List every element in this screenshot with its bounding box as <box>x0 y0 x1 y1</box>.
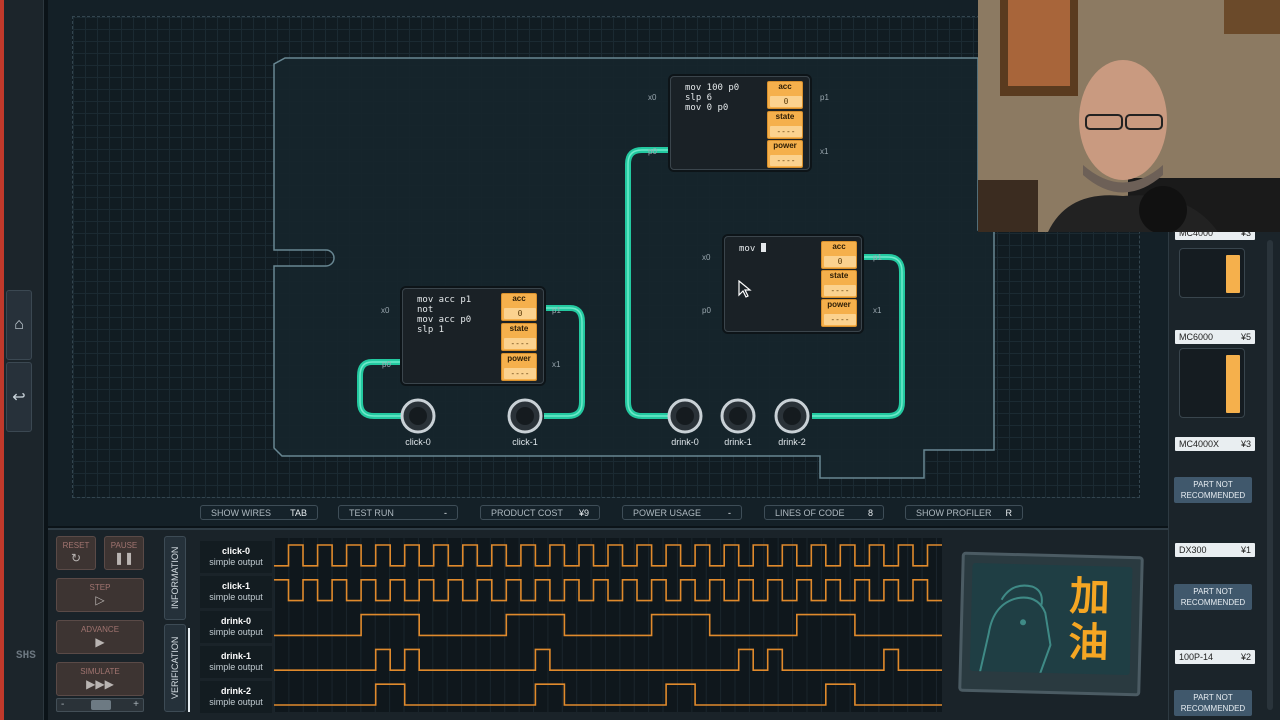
port-x1: x1 <box>552 360 561 369</box>
part-not-recommended-badge: PART NOT RECOMMENDED <box>1174 690 1252 716</box>
state-register: state---- <box>501 323 537 351</box>
mini-register <box>1226 255 1240 293</box>
fast-forward-icon: ▶▶▶ <box>86 677 114 691</box>
pin-label-drink-2: drink-2 <box>778 437 806 447</box>
pin-label-click-0: click-0 <box>405 437 431 447</box>
rail-accent <box>0 0 4 720</box>
chip-code[interactable]: mov <box>739 243 766 254</box>
simulate-button[interactable]: SIMULATE▶▶▶ <box>56 662 144 696</box>
waveform-drink-1 <box>274 648 942 671</box>
pin-label-drink-1: drink-1 <box>724 437 752 447</box>
state-register: state---- <box>821 270 857 298</box>
waveform-drink-0 <box>274 613 942 637</box>
waveform-click-1 <box>274 579 942 602</box>
home-button[interactable]: ⌂ <box>6 290 32 360</box>
port-p1: p1 <box>820 93 829 102</box>
port-p0: p0 <box>702 306 711 315</box>
pin-label-click-1: click-1 <box>512 437 538 447</box>
port-p0: p0 <box>382 360 391 369</box>
left-rail: ⌂ ↩ SHS <box>4 0 44 720</box>
power-usage-stat: POWER USAGE- <box>622 505 742 520</box>
part-title-mc4000x: MC4000X¥3 <box>1175 437 1255 451</box>
io-pins <box>400 398 810 434</box>
webcam-overlay <box>978 0 1280 232</box>
port-x0: x0 <box>702 253 711 262</box>
test-run-stat: TEST RUN- <box>338 505 458 520</box>
back-button[interactable]: ↩ <box>6 362 32 432</box>
undo-arrow-icon: ↩ <box>12 389 26 406</box>
part-not-recommended-badge: PART NOT RECOMMENDED <box>1174 477 1252 503</box>
part-mc4000[interactable] <box>1179 248 1245 298</box>
pause-button[interactable]: PAUSE❚❚ <box>104 536 144 570</box>
chip-code[interactable]: mov 100 p0 slp 6 mov 0 p0 <box>685 83 740 113</box>
waveform-area <box>274 538 942 712</box>
speed-slider-handle[interactable] <box>91 700 111 710</box>
part-title-mc4000: MC4000¥3 <box>1175 232 1255 240</box>
game-logo: SHS <box>16 650 36 662</box>
webcam-image <box>978 0 1280 232</box>
home-icon: ⌂ <box>14 316 24 333</box>
tab-verification[interactable]: VERIFICATION <box>164 624 186 712</box>
product-cost-stat: PRODUCT COST¥9 <box>480 505 600 520</box>
power-register: power---- <box>767 140 803 168</box>
port-x0: x0 <box>381 306 390 315</box>
port-p1: p1 <box>552 306 561 315</box>
part-not-recommended-badge: PART NOT RECOMMENDED <box>1174 584 1252 610</box>
chip-code[interactable]: mov acc p1 not mov acc p0 slp 1 <box>417 295 472 335</box>
port-p0: p0 <box>648 147 657 156</box>
waveform-click-0 <box>274 544 942 567</box>
mini-register <box>1226 355 1240 413</box>
mascot-poster: 加油 <box>958 551 1144 697</box>
waveform-drink-2 <box>274 683 942 706</box>
mascot-illustration: 加油 <box>969 562 1133 676</box>
tab-information[interactable]: INFORMATION <box>164 536 186 620</box>
advance-button[interactable]: ADVANCE▶ <box>56 620 144 654</box>
pause-icon: ❚❚ <box>113 551 135 565</box>
port-x0: x0 <box>648 93 657 102</box>
speed-slider[interactable]: - + <box>56 698 144 712</box>
palette-scrollbar[interactable] <box>1267 240 1273 710</box>
reset-icon: ↻ <box>70 551 82 565</box>
reset-button[interactable]: RESET↻ <box>56 536 96 570</box>
active-tab-indicator <box>188 628 190 712</box>
mascot-text-bottom: 油 <box>1067 619 1110 667</box>
pin-label-drink-0: drink-0 <box>671 437 699 447</box>
mouse-cursor-icon <box>738 280 752 298</box>
part-title-100p14: 100P-14¥2 <box>1175 650 1255 664</box>
step-button[interactable]: STEP▷ <box>56 578 144 612</box>
part-mc6000[interactable] <box>1179 348 1245 418</box>
waveform-plot <box>274 544 942 706</box>
power-register: power---- <box>501 353 537 381</box>
part-title-dx300: DX300¥1 <box>1175 543 1255 557</box>
port-p1: p1 <box>873 253 882 262</box>
power-register: power---- <box>821 299 857 327</box>
advance-icon: ▶ <box>95 635 105 649</box>
step-icon: ▷ <box>95 593 105 607</box>
state-register: state---- <box>767 111 803 139</box>
part-title-mc6000: MC6000¥5 <box>1175 330 1255 344</box>
port-x1: x1 <box>820 147 829 156</box>
mascot-text-top: 加 <box>1069 573 1111 621</box>
port-x1: x1 <box>873 306 882 315</box>
